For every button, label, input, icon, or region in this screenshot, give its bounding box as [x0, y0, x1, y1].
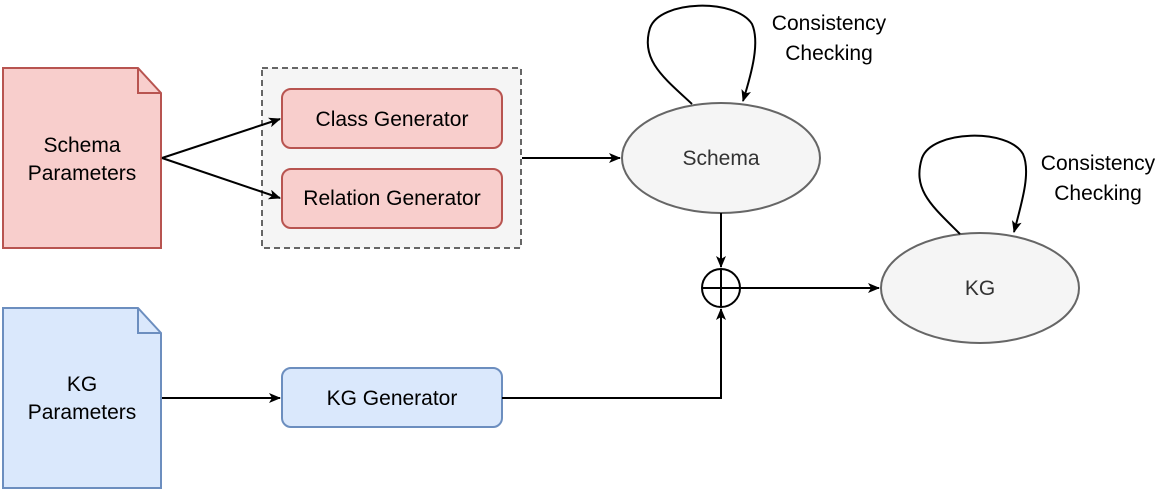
schema-node-label: Schema [682, 147, 759, 170]
edge-schema-params-to-class-generator [161, 117, 281, 159]
schema-parameters-document[interactable]: Schema Parameters [2, 67, 162, 249]
edge-schema-params-to-relation-generator [161, 157, 281, 200]
kg-consistency-label-line2: Checking [1054, 182, 1142, 205]
kg-generator-label: KG Generator [327, 387, 458, 410]
class-generator-label: Class Generator [316, 108, 469, 131]
schema-consistency-loop [646, 4, 757, 105]
schema-consistency-label-line1: Consistency [772, 12, 887, 35]
kg-parameters-document[interactable]: KG Parameters [2, 307, 162, 489]
schema-parameters-label-line1: Schema [43, 134, 120, 157]
kg-node[interactable]: KG [880, 232, 1080, 344]
kg-node-label: KG [965, 277, 995, 300]
schema-node[interactable]: Schema [621, 102, 821, 214]
kg-consistency-loop [918, 134, 1028, 235]
direct-sum-icon[interactable] [701, 268, 741, 308]
kg-parameters-label-line1: KG [67, 373, 97, 396]
kg-consistency-label-line1: Consistency [1041, 152, 1156, 175]
schema-parameters-label-line2: Parameters [28, 162, 137, 185]
relation-generator-box[interactable]: Relation Generator [281, 168, 503, 229]
kg-parameters-label-line2: Parameters [28, 401, 137, 424]
schema-consistency-label-line2: Checking [785, 42, 873, 65]
relation-generator-label: Relation Generator [303, 187, 480, 210]
edge-kg-generator-to-combine [502, 308, 726, 399]
kg-generator-box[interactable]: KG Generator [281, 367, 503, 428]
class-generator-box[interactable]: Class Generator [281, 88, 503, 149]
